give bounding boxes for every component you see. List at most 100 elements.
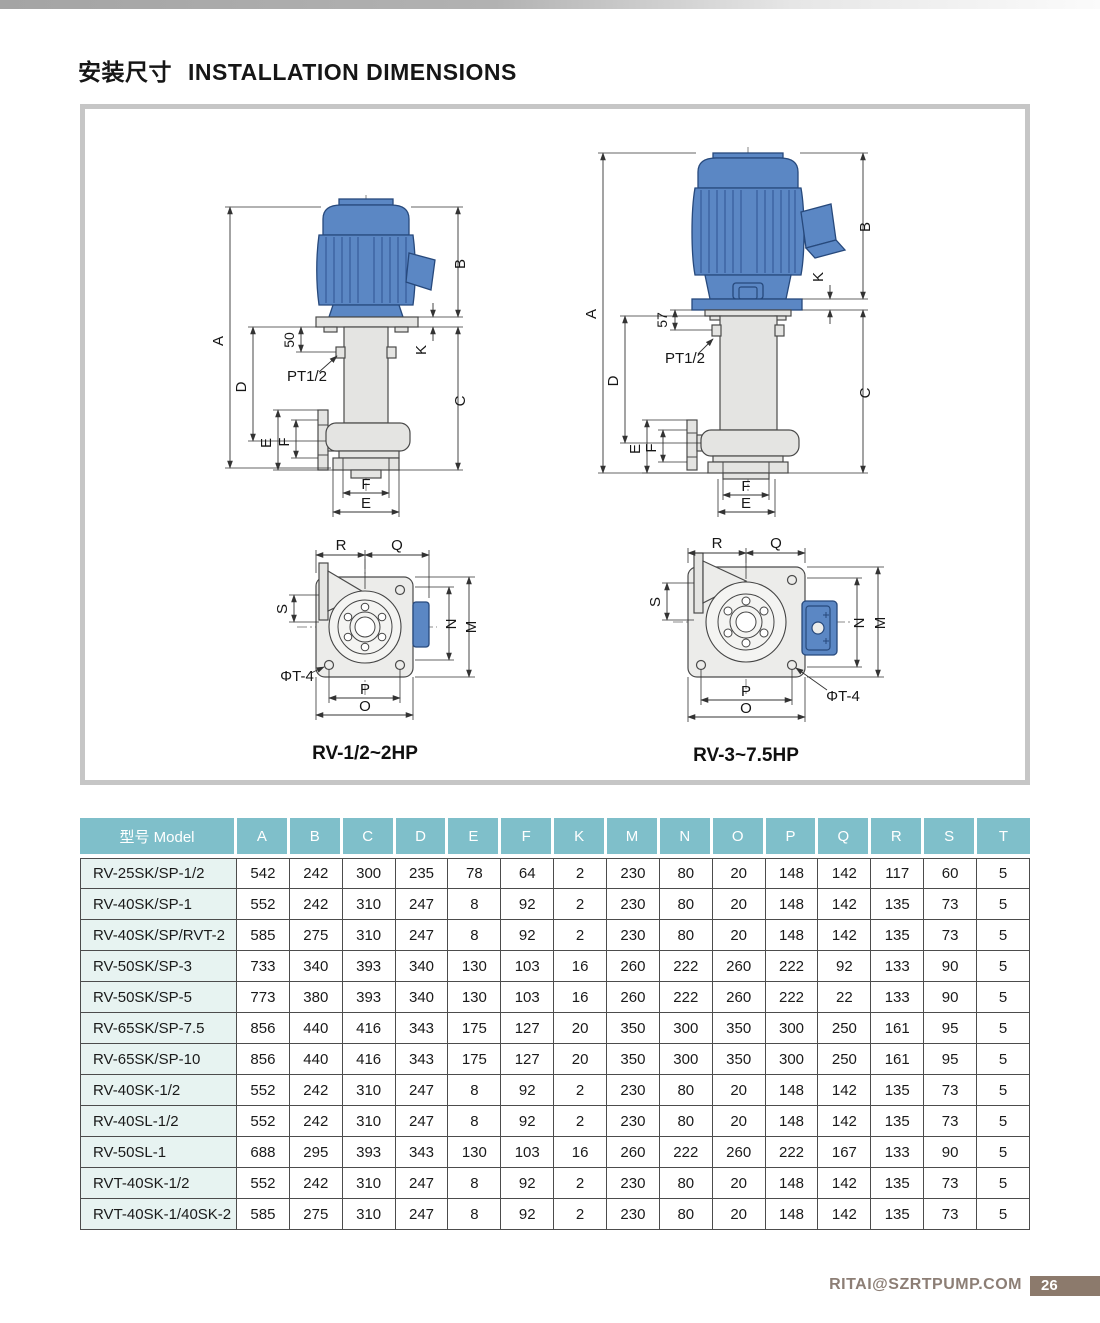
- dim-value-cell: 393: [342, 951, 396, 982]
- motor-adapter: [328, 304, 404, 318]
- dim-label-s: S: [647, 597, 664, 607]
- dim-value-cell: 148: [765, 858, 819, 889]
- dim-value-cell: 295: [289, 1137, 343, 1168]
- outlet-flange: [801, 600, 838, 656]
- dim-value-cell: 222: [765, 1137, 819, 1168]
- dim-value-cell: 142: [818, 1199, 872, 1230]
- dim-label-o: O: [740, 700, 752, 717]
- dim-value-cell: 856: [237, 1044, 290, 1075]
- dim-value-cell: 8: [448, 1075, 502, 1106]
- dim-value-cell: 5: [977, 951, 1030, 982]
- dim-value-cell: 242: [289, 1075, 343, 1106]
- dim-value-cell: 5: [977, 982, 1030, 1013]
- dimension-r-q: R Q: [687, 535, 806, 579]
- dim-value-cell: 148: [765, 1199, 819, 1230]
- dim-value-cell: 135: [871, 1168, 925, 1199]
- pt-fitting: [335, 346, 346, 359]
- dim-value-cell: 247: [395, 920, 449, 951]
- dim-value-cell: 20: [554, 1013, 608, 1044]
- dim-value-cell: 20: [712, 920, 766, 951]
- dim-label-s: S: [274, 604, 291, 614]
- model-cell: RV-50SK/SP-5: [80, 982, 237, 1013]
- page-title: 安装尺寸 INSTALLATION DIMENSIONS: [78, 53, 517, 87]
- pump-drawing-small: A D E F 50: [210, 195, 480, 764]
- motor-ribs: [700, 190, 796, 273]
- dim-value-cell: 222: [765, 951, 819, 982]
- dimension-50: 50: [281, 326, 336, 353]
- dim-value-cell: 230: [607, 858, 660, 889]
- dimension-d: D: [605, 315, 720, 444]
- dim-value-cell: 350: [607, 1013, 660, 1044]
- dim-value-cell: 230: [607, 1199, 660, 1230]
- dim-value-cell: 230: [607, 889, 660, 920]
- dimension-p: P: [700, 670, 793, 705]
- dim-value-cell: 5: [977, 1075, 1030, 1106]
- junction-box: [405, 252, 436, 291]
- dim-value-cell: 310: [342, 1106, 396, 1137]
- col-header-A: A: [237, 818, 290, 858]
- pt-label: PT1/2: [665, 350, 705, 367]
- dim-value-cell: 343: [395, 1044, 449, 1075]
- dim-value-cell: 260: [607, 951, 660, 982]
- dimension-b: B: [800, 152, 874, 300]
- page-title-en: INSTALLATION DIMENSIONS: [188, 59, 517, 85]
- model-cell: RV-65SK/SP-10: [80, 1044, 237, 1075]
- dim-value-cell: 148: [765, 920, 819, 951]
- dim-value-cell: 20: [712, 889, 766, 920]
- dim-value-cell: 80: [659, 920, 713, 951]
- dim-value-cell: 73: [924, 889, 978, 920]
- dim-value-cell: 92: [501, 1075, 555, 1106]
- right-caption: RV-3~7.5HP: [693, 745, 799, 766]
- dim-value-cell: 310: [342, 920, 396, 951]
- dim-value-cell: 222: [659, 1137, 713, 1168]
- dimension-a: A: [210, 206, 331, 469]
- dim-value-cell: 5: [977, 920, 1030, 951]
- dim-value-cell: 542: [237, 858, 290, 889]
- dim-value-cell: 20: [712, 1075, 766, 1106]
- dim-value-cell: 73: [924, 920, 978, 951]
- dim-value-cell: 247: [395, 889, 449, 920]
- col-header-model: 型号 Model: [80, 818, 237, 858]
- dim-value-cell: 92: [501, 889, 555, 920]
- dim-value-cell: 260: [712, 1137, 766, 1168]
- dim-label-m: M: [463, 621, 480, 634]
- dim-label-o: O: [359, 698, 371, 715]
- dim-value-cell: 230: [607, 1106, 660, 1137]
- pump-drawing-large: A D E F: [583, 147, 889, 766]
- dim-label-57: 57: [654, 312, 670, 328]
- dim-value-cell: 127: [501, 1013, 555, 1044]
- dim-value-cell: 16: [554, 982, 608, 1013]
- dim-value-cell: 103: [501, 982, 555, 1013]
- dimension-57: 57: [654, 309, 712, 331]
- dim-label-k: K: [810, 272, 827, 282]
- dim-label-e2: E: [361, 495, 371, 512]
- dim-value-cell: 393: [342, 1137, 396, 1168]
- dim-value-cell: 148: [765, 889, 819, 920]
- dim-value-cell: 856: [237, 1013, 290, 1044]
- dim-value-cell: 130: [448, 951, 502, 982]
- dim-value-cell: 2: [554, 1199, 608, 1230]
- dim-label-m: M: [872, 617, 889, 630]
- model-cell: RV-40SL-1/2: [80, 1106, 237, 1137]
- dim-label-a: A: [210, 336, 227, 346]
- pump-column: [704, 309, 792, 431]
- dim-value-cell: 5: [977, 1137, 1030, 1168]
- dim-value-cell: 340: [395, 951, 449, 982]
- dim-value-cell: 135: [871, 1075, 925, 1106]
- dim-value-cell: 242: [289, 1168, 343, 1199]
- dim-value-cell: 5: [977, 1199, 1030, 1230]
- diagram-panel: A D E F 50: [80, 104, 1030, 785]
- model-cell: RVT-40SK-1/40SK-2: [80, 1199, 237, 1230]
- dim-value-cell: 416: [342, 1013, 396, 1044]
- dim-value-cell: 90: [924, 1137, 978, 1168]
- dim-value-cell: 148: [765, 1168, 819, 1199]
- dim-value-cell: 135: [871, 889, 925, 920]
- dim-value-cell: 73: [924, 1075, 978, 1106]
- motor-assembly: [316, 198, 436, 318]
- dimension-k: K: [802, 272, 868, 324]
